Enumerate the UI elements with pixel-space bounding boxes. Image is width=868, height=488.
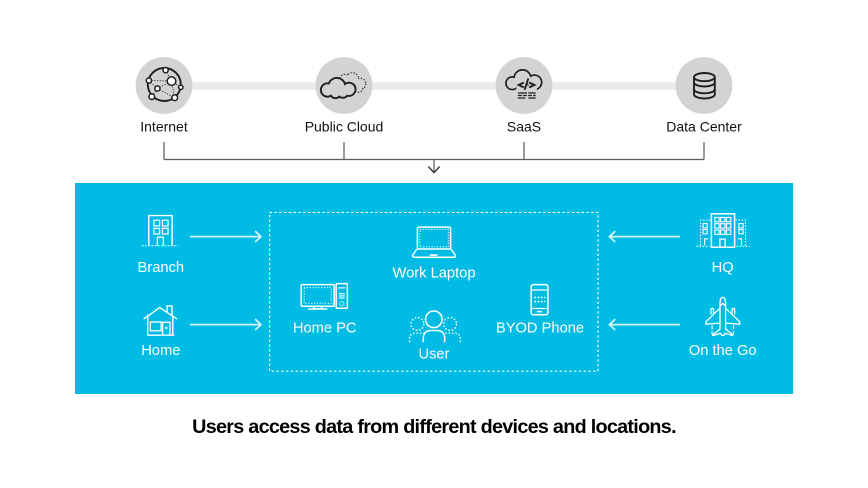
- svg-text:Public Cloud: Public Cloud: [305, 118, 384, 134]
- svg-text:Data Center: Data Center: [666, 118, 742, 134]
- svg-text:Home: Home: [141, 343, 180, 359]
- svg-text:Internet: Internet: [140, 118, 188, 134]
- svg-text:Branch: Branch: [138, 260, 185, 276]
- svg-text:User: User: [418, 347, 449, 363]
- svg-text:SaaS: SaaS: [507, 118, 541, 134]
- svg-text:HQ: HQ: [712, 260, 734, 276]
- svg-text:BYOD Phone: BYOD Phone: [496, 321, 584, 337]
- svg-text:Home PC: Home PC: [293, 320, 357, 336]
- svg-text:Users access data from differe: Users access data from different devices…: [192, 416, 676, 438]
- svg-text:Work Laptop: Work Laptop: [392, 266, 475, 282]
- svg-text:On the Go: On the Go: [689, 343, 757, 359]
